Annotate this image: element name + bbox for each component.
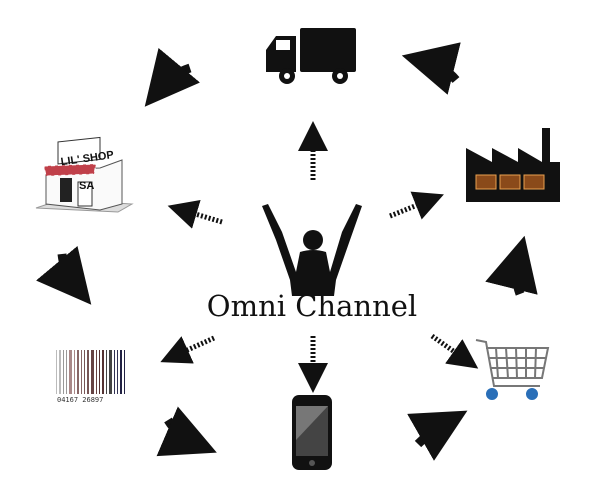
barcode-icon: 04167 26897 bbox=[56, 350, 125, 404]
barcode-bar bbox=[109, 350, 112, 394]
barcode-bar bbox=[59, 350, 61, 394]
cycle-arrow-truck-to-shop bbox=[144, 47, 201, 107]
factory-icon bbox=[466, 128, 560, 202]
shop-door-sign: SA bbox=[79, 180, 94, 192]
barcode-bar bbox=[106, 350, 107, 394]
barcode-bar bbox=[102, 350, 104, 394]
arrow-to-barcode bbox=[160, 335, 216, 364]
barcode-bar bbox=[81, 350, 82, 394]
barcode-bar bbox=[77, 350, 79, 394]
cycle-arrow-barcode-to-phone bbox=[156, 406, 217, 457]
barcode-bar bbox=[56, 350, 57, 394]
barcode-bar bbox=[99, 350, 100, 394]
person-icon bbox=[262, 204, 362, 296]
barcode-bar bbox=[66, 350, 67, 394]
cycle-arrow-cart-to-factory bbox=[485, 235, 538, 296]
barcode-bar bbox=[74, 350, 75, 394]
barcode-bar bbox=[114, 350, 115, 394]
cycle-arrow-factory-to-truck bbox=[401, 42, 461, 95]
barcode-bar bbox=[120, 350, 122, 394]
cycle-arrow-phone-to-cart bbox=[407, 410, 468, 461]
barcode-bar bbox=[63, 350, 64, 394]
barcode-bar bbox=[124, 350, 125, 394]
shop-icon: LIL' SHOP SA bbox=[35, 136, 134, 213]
barcode-bar bbox=[84, 350, 85, 394]
barcode-bar bbox=[91, 350, 94, 394]
barcode-bar bbox=[87, 350, 89, 394]
cycle-arrow-shop-to-barcode bbox=[35, 245, 92, 305]
truck-icon bbox=[266, 28, 356, 84]
shopping-cart-icon bbox=[475, 339, 550, 400]
arrow-to-cart bbox=[430, 333, 479, 369]
arrow-to-factory bbox=[389, 191, 444, 220]
barcode-bar bbox=[96, 350, 97, 394]
barcode-bar bbox=[69, 350, 72, 394]
arrow-to-shop bbox=[167, 199, 223, 229]
barcode-bar bbox=[117, 350, 118, 394]
smartphone-icon bbox=[292, 395, 332, 470]
barcode-digits: 04167 26897 bbox=[57, 396, 103, 404]
